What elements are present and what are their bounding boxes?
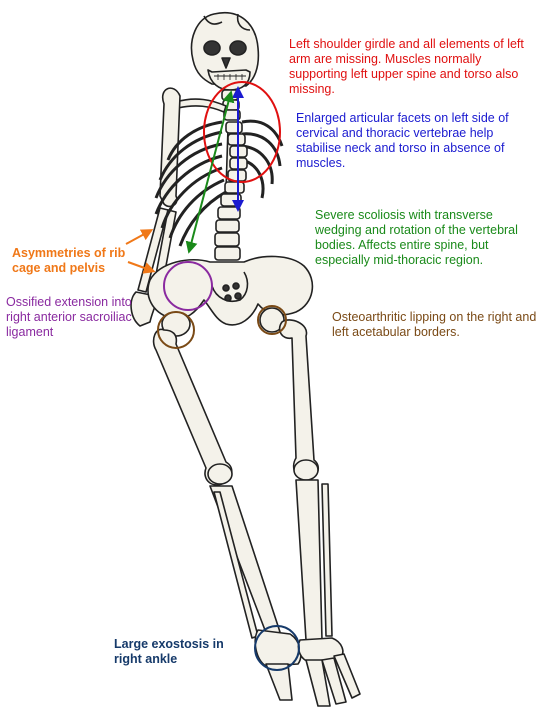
annotation-scoliosis: Severe scoliosis with transverse wedging… [315, 208, 518, 267]
scoliosis-arrow [185, 90, 235, 254]
annotation-ossified: Ossified extension into right anterior s… [6, 295, 132, 339]
annotation-markers [125, 81, 300, 671]
spine [214, 121, 248, 261]
skull [190, 11, 260, 91]
annotation-shoulder: Left shoulder girdle and all elements of… [289, 37, 524, 96]
annotation-asymmetry: Asymmetries of rib cage and pelvis [12, 246, 126, 275]
sacroiliac-circle [163, 261, 213, 311]
annotation-facets: Enlarged articular facets on left side o… [296, 111, 509, 170]
asymmetry-arrow-rib [125, 229, 154, 245]
annotation-exostosis: Large exostosis in right ankle [114, 637, 224, 666]
acetabulum-left-circle [257, 305, 287, 335]
annotation-osteoarthritic: Osteoarthritic lipping on the right and … [332, 310, 537, 339]
asymmetry-arrow-pelvis [127, 261, 156, 274]
acetabulum-right-circle [157, 311, 195, 349]
left-leg [278, 319, 361, 707]
pelvis [147, 255, 314, 337]
ankle-circle [254, 625, 300, 671]
